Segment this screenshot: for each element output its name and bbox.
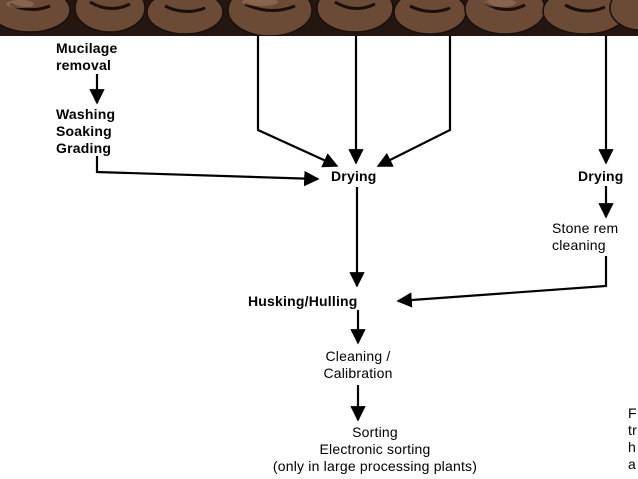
right-edge-fragment-line-3: h [628, 439, 636, 455]
right-edge-fragment-line-2: tr [628, 422, 637, 438]
node-calibration-line: Calibration [323, 365, 393, 381]
coffee-beans-banner [0, 0, 638, 36]
node-stone-removal-cleaning: Stone rem cleaning [552, 220, 618, 254]
coffee-beans-image [0, 0, 638, 36]
node-husking-hulling: Husking/Hulling [248, 293, 358, 310]
node-sorting-title: Sorting [352, 424, 398, 440]
node-drying-center: Drying [331, 168, 377, 185]
node-cleaning-line-1: Cleaning / [325, 348, 391, 364]
node-mucilage-removal-line-2: removal [56, 57, 112, 73]
node-cleaning-calibration: Cleaning / Calibration [304, 348, 412, 382]
node-drying-right-label: Drying [578, 168, 624, 184]
arrow-left-branch-to-drying [256, 36, 339, 168]
node-mucilage-removal: Mucilage removal [56, 40, 118, 74]
arrow-right-branch-to-drying [376, 36, 452, 167]
node-drying-center-label: Drying [331, 168, 377, 184]
node-stone-removal-line: Stone rem [552, 220, 619, 236]
node-electronic-sorting-line: Electronic sorting [319, 441, 431, 457]
node-washing-line: Washing [56, 106, 116, 122]
node-husking-hulling-label: Husking/Hulling [248, 293, 358, 309]
arrow-stone-removal-to-husking [396, 256, 608, 308]
node-soaking-line: Soaking [56, 123, 112, 139]
node-cleaning-line: cleaning [552, 237, 606, 253]
arrow-washing-to-drying [95, 156, 320, 187]
node-mucilage-removal-line-1: Mucilage [56, 40, 118, 56]
right-edge-fragment-line-1: F [628, 405, 637, 421]
node-sorting: Sorting Electronic sorting (only in larg… [230, 424, 520, 475]
node-washing-soaking-grading: Washing Soaking Grading [56, 106, 115, 157]
node-sorting-note-line: (only in large processing plants) [272, 458, 478, 474]
right-edge-fragment-line-4: a [628, 456, 636, 472]
node-grading-line: Grading [56, 140, 112, 156]
right-edge-text-fragment: F tr h a [628, 405, 637, 473]
node-drying-right: Drying [578, 168, 624, 185]
